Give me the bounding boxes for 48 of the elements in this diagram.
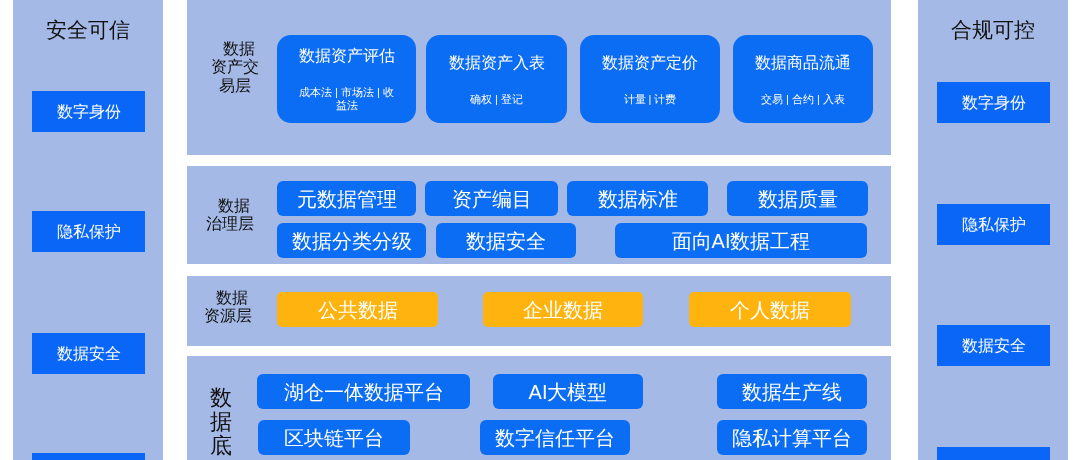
card-subtitle: 确权 | 登记 xyxy=(470,92,523,106)
module-tag: AI大模型 xyxy=(493,374,643,409)
module-tag: 数据质量 xyxy=(727,181,868,216)
capability-block xyxy=(937,447,1050,460)
side-panel xyxy=(13,0,163,460)
capability-tag: 数字身份 xyxy=(937,82,1050,123)
capability-tag: 隐私保护 xyxy=(937,204,1050,245)
capability-block xyxy=(32,453,145,460)
layer-label: 数据治理层 xyxy=(206,197,254,234)
card-title: 数据资产定价 xyxy=(602,52,698,73)
module-tag: 元数据管理 xyxy=(277,181,416,216)
module-card xyxy=(426,35,567,123)
layer-band xyxy=(187,166,891,264)
resource-tag: 个人数据 xyxy=(689,292,851,327)
module-tag: 面向AI数据工程 xyxy=(615,223,867,258)
capability-tag: 数据安全 xyxy=(937,325,1050,366)
module-tag: 数据安全 xyxy=(436,223,576,258)
resource-tag: 企业数据 xyxy=(483,292,643,327)
layer-label: 数据底 xyxy=(210,386,232,459)
resource-tag: 公共数据 xyxy=(277,292,438,327)
layer-label: 数据资产交易层 xyxy=(211,40,259,96)
panel-title: 安全可信 xyxy=(45,17,131,43)
card-subtitle: 成本法 | 市场法 | 收益法 xyxy=(298,86,395,112)
card-subtitle: 计量 | 计费 xyxy=(623,92,677,106)
capability-tag: 隐私保护 xyxy=(32,211,145,252)
module-tag: 资产编目 xyxy=(425,181,558,216)
card-subtitle: 交易 | 合约 | 入表 xyxy=(761,92,845,106)
module-tag: 区块链平台 xyxy=(258,420,410,455)
module-tag: 数据标准 xyxy=(567,181,708,216)
panel-title: 合规可控 xyxy=(950,17,1036,43)
module-tag: 湖仓一体数据平台 xyxy=(257,374,470,409)
layer-band xyxy=(187,356,891,460)
layer-label: 数据资源层 xyxy=(204,289,252,326)
layer-band xyxy=(187,0,891,155)
layer-band xyxy=(187,276,891,346)
module-tag: 数字信任平台 xyxy=(480,420,630,455)
module-card xyxy=(580,35,720,123)
capability-tag: 数字身份 xyxy=(32,91,145,132)
card-title: 数据资产入表 xyxy=(448,52,545,73)
module-card xyxy=(733,35,873,123)
card-title: 数据商品流通 xyxy=(755,52,851,73)
module-tag: 数据分类分级 xyxy=(277,223,426,258)
capability-tag: 数据安全 xyxy=(32,333,145,374)
side-panel xyxy=(918,0,1068,460)
module-tag: 数据生产线 xyxy=(717,374,867,409)
card-title: 数据资产评估 xyxy=(298,46,395,66)
module-card xyxy=(277,35,416,123)
module-tag: 隐私计算平台 xyxy=(717,420,867,455)
